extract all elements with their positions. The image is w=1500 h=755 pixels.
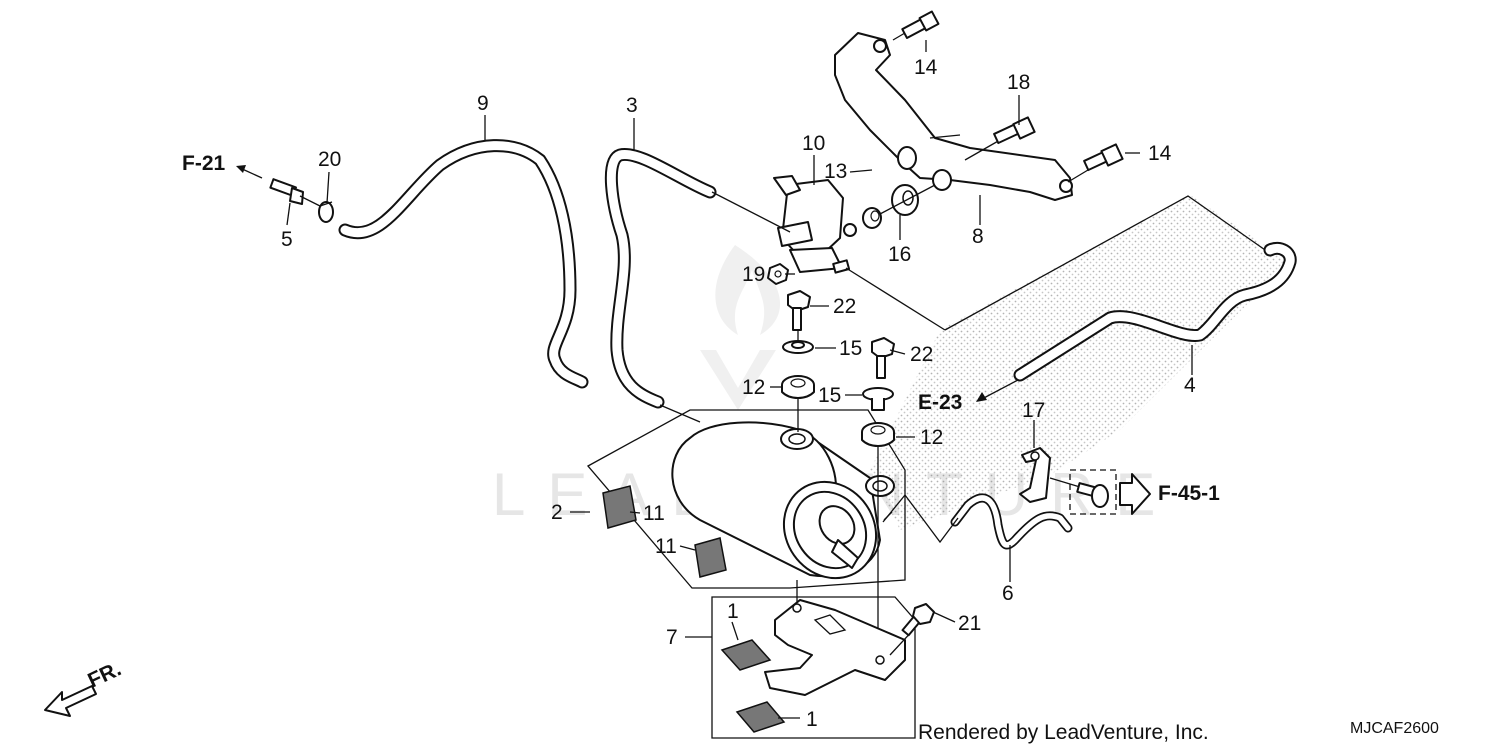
callout-17: 17 — [1022, 399, 1045, 422]
washer-15-left — [782, 340, 814, 354]
reference-label-f45[interactable]: F-45-1 — [1158, 482, 1220, 505]
callout-20: 20 — [318, 148, 341, 171]
callout-9: 9 — [477, 92, 489, 115]
callout-2: 2 — [551, 501, 563, 524]
leader-1a — [731, 621, 739, 641]
callout-1-lower: 1 — [806, 708, 818, 731]
routing-outline — [944, 195, 1269, 331]
leader-16-13 — [879, 184, 936, 215]
pad-1-upper — [720, 639, 772, 671]
evap-canister — [671, 421, 895, 580]
callout-15-left: 15 — [839, 337, 862, 360]
collar-13 — [862, 207, 882, 229]
callout-21: 21 — [958, 612, 981, 635]
pad-1-lower — [735, 701, 786, 733]
callout-13: 13 — [824, 160, 847, 183]
reference-arrow-f45[interactable] — [1119, 473, 1151, 515]
callout-6: 6 — [1002, 582, 1014, 605]
callout-22-left: 22 — [833, 295, 856, 318]
reference-arrow-e23[interactable] — [976, 379, 1019, 402]
hose-4 — [1013, 241, 1297, 382]
reference-label-e23[interactable]: E-23 — [918, 391, 962, 414]
canister-bracket — [764, 599, 906, 696]
leader-hose3-canister — [659, 404, 701, 423]
grommet-12-right — [861, 422, 895, 447]
leader-11b — [679, 545, 696, 551]
callout-11-upper: 11 — [643, 502, 665, 525]
purge-control-solenoid-valve — [773, 175, 857, 274]
bolt-14-top — [892, 10, 940, 41]
nut-19 — [767, 263, 789, 285]
watermark-logo — [700, 245, 781, 410]
reference-label-f21[interactable]: F-21 — [182, 152, 226, 175]
callout-14-top: 14 — [914, 56, 938, 79]
callout-leaders — [286, 40, 1193, 623]
callout-12-left: 12 — [742, 376, 765, 399]
callout-10: 10 — [802, 132, 825, 155]
callout-5: 5 — [281, 228, 293, 251]
canister-group-outline — [586, 409, 906, 589]
bolt-14-right — [1067, 143, 1124, 183]
leader-hose3-valve — [711, 191, 791, 233]
callout-11-lower: 11 — [655, 535, 677, 558]
reference-arrow-f21[interactable] — [236, 165, 263, 179]
mounting-bracket — [834, 32, 1073, 201]
clip-fastener — [1049, 477, 1109, 508]
shading-region — [870, 195, 1290, 530]
callout-14-right: 14 — [1148, 142, 1172, 165]
rendered-by-credit: Rendered by LeadVenture, Inc. — [918, 721, 1209, 744]
callout-7: 7 — [666, 626, 678, 649]
front-direction-arrow — [44, 685, 97, 717]
callout-12-right: 12 — [920, 426, 943, 449]
bolt-22-left — [787, 290, 811, 331]
fitting-5 — [269, 178, 304, 205]
callout-1-upper: 1 — [727, 600, 739, 623]
tube-6 — [950, 493, 1073, 550]
hose-3 — [604, 147, 717, 409]
grommet-16 — [891, 184, 919, 216]
callout-15-right: 15 — [818, 384, 841, 407]
leader-tube6 — [882, 493, 959, 544]
clamp-17 — [1019, 447, 1051, 503]
callout-4: 4 — [1184, 374, 1196, 397]
bracket-group-outline — [711, 596, 916, 739]
bolt-22-right — [871, 337, 895, 379]
leader-valve-hose4 — [845, 267, 946, 331]
callout-labels: 9 3 20 5 10 14 18 14 13 8 16 19 22 15 22… — [281, 56, 1196, 731]
callout-16: 16 — [888, 243, 911, 266]
pad-11-lower — [694, 537, 727, 578]
callout-8: 8 — [972, 225, 984, 248]
clamp-20 — [318, 201, 334, 223]
washer-15-right — [862, 387, 894, 411]
pad-11-upper — [602, 485, 637, 529]
callout-18: 18 — [1007, 71, 1030, 94]
leader-5-20 — [299, 195, 321, 207]
leader-11a — [629, 511, 641, 514]
bolt-21 — [889, 603, 935, 656]
callout-19: 19 — [742, 263, 765, 286]
grommet-12-left — [781, 375, 815, 399]
callout-3: 3 — [626, 94, 638, 117]
diagram-code: MJCAF2600 — [1350, 720, 1439, 737]
hose-9 — [338, 139, 589, 389]
dashed-detail-box — [1069, 469, 1117, 515]
callout-22-right: 22 — [910, 343, 933, 366]
